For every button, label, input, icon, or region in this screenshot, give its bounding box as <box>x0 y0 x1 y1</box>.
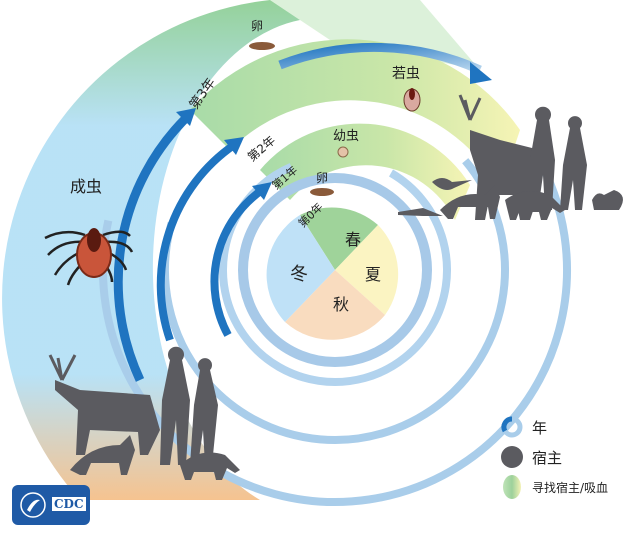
legend-label-seeking: 寻找宿主/吸血 <box>532 480 609 495</box>
nymph-tick-icon <box>403 88 421 112</box>
woman-silhouette <box>560 116 587 210</box>
man-silhouette <box>160 346 190 465</box>
legend-label-year: 年 <box>532 418 548 437</box>
raccoon-silhouette <box>180 452 240 480</box>
legend-label-host: 宿主 <box>532 448 563 467</box>
year-arrow-3 <box>113 114 190 382</box>
adult-seeking-band <box>2 0 301 500</box>
bird-silhouette <box>432 178 472 190</box>
adult-tick-icon <box>44 228 134 286</box>
legend-item-seeking: 寻找宿主/吸血 <box>500 472 640 502</box>
cdc-logo-text: CDC <box>52 497 86 511</box>
deer-silhouette <box>55 380 160 455</box>
raccoon-silhouette <box>505 191 565 220</box>
stage-adult: 成虫 <box>70 177 102 196</box>
fox-silhouette <box>440 185 500 219</box>
legend: 年 宿主 寻找宿主/吸血 <box>500 412 640 502</box>
cdc-logo: CDC <box>12 485 90 525</box>
season-winter: 冬 <box>290 264 308 285</box>
stage-egg-inner: 卵 <box>316 171 328 185</box>
nymph-seeking-band <box>190 39 520 190</box>
hhs-eagle-icon <box>20 492 46 518</box>
squirrel-silhouette <box>592 190 623 210</box>
adult-hosts <box>48 346 240 480</box>
stage-egg-outer: 卵 <box>251 19 263 33</box>
host-circle-icon <box>501 446 523 468</box>
legend-item-year: 年 <box>500 412 640 442</box>
season-autumn: 秋 <box>333 295 349 314</box>
larva-nymph-hosts <box>398 94 623 220</box>
legend-item-host: 宿主 <box>500 442 640 472</box>
man-silhouette <box>530 106 555 210</box>
seeking-gradient-icon <box>503 475 521 499</box>
lizard-silhouette <box>398 208 443 216</box>
year-ring-icon <box>501 416 523 438</box>
stage-larva: 幼虫 <box>333 129 359 144</box>
stage-nymph: 若虫 <box>392 66 420 82</box>
year-arrow-2 <box>156 141 237 342</box>
larva-seeking-band <box>260 123 470 220</box>
season-summer: 夏 <box>365 265 381 284</box>
season-spring: 春 <box>345 230 361 249</box>
year-arrow-1 <box>210 186 265 337</box>
larva-tick-icon <box>337 146 349 158</box>
fox-silhouette <box>70 435 135 475</box>
woman-silhouette <box>190 358 218 465</box>
seasons-pie <box>238 173 432 367</box>
egg-cluster-icon <box>310 188 334 196</box>
year-arrow-top <box>278 42 482 75</box>
egg-cluster-outer-icon <box>249 42 275 50</box>
